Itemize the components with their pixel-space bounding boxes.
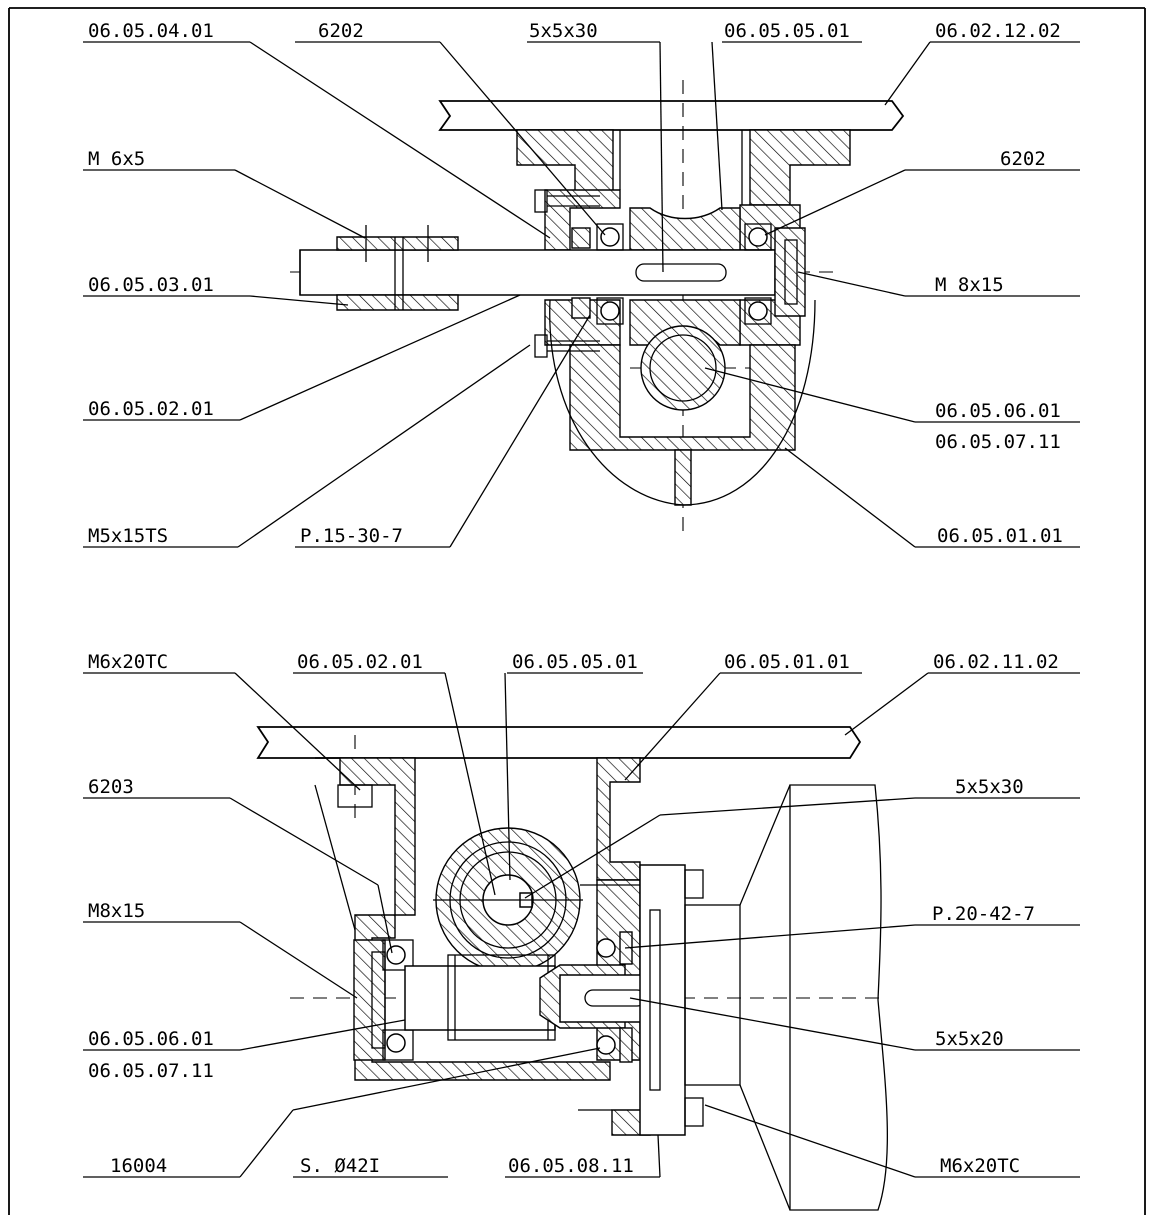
label-bottom-left-6: 16004 <box>110 1155 167 1177</box>
label-bottom-right-4: M6x20TC <box>940 1155 1020 1177</box>
label-top-right-2: M 8x15 <box>935 274 1004 296</box>
label-bottom-right-1: 5x5x30 <box>955 776 1024 798</box>
label-bottom-right-2: P.20-42-7 <box>932 903 1035 925</box>
label-bottom-left-3: M8x15 <box>88 900 145 922</box>
label-top-top-1: 6202 <box>318 20 364 42</box>
label-bottom-bottom-2: 06.05.08.11 <box>508 1155 634 1177</box>
label-bottom-left-5: 06.05.07.11 <box>88 1060 214 1082</box>
label-top-top-3: 06.05.05.01 <box>724 20 850 42</box>
label-top-left-1: 06.05.04.01 <box>88 20 214 42</box>
label-bottom-right-3: 5x5x20 <box>935 1028 1004 1050</box>
label-top-top-4: 06.02.12.02 <box>935 20 1061 42</box>
label-bottom-left-1: M6x20TC <box>88 651 168 673</box>
top-labels: 06.05.04.01 M 6x5 06.05.03.01 06.05.02.0… <box>88 20 1063 547</box>
label-bottom-top-2: 06.05.05.01 <box>512 651 638 673</box>
top-leader-lines <box>83 41 1080 548</box>
drawing-frame <box>8 7 1146 1215</box>
label-top-left-5: M5x15TS <box>88 525 168 547</box>
label-bottom-top-3: 06.05.01.01 <box>724 651 850 673</box>
label-bottom-bottom-1: S. Ø42I <box>300 1155 380 1177</box>
top-assembly-view <box>290 80 905 540</box>
label-top-bottom: P.15-30-7 <box>300 525 403 547</box>
label-bottom-top-1: 06.05.02.01 <box>297 651 423 673</box>
label-bottom-left-4: 06.05.06.01 <box>88 1028 214 1050</box>
bottom-leader-lines <box>83 672 1080 1178</box>
label-bottom-top-4: 06.02.11.02 <box>933 651 1059 673</box>
bottom-assembly-view <box>256 726 889 1211</box>
label-top-left-2: M 6x5 <box>88 148 145 170</box>
label-top-left-3: 06.05.03.01 <box>88 274 214 296</box>
bottom-labels: M6x20TC 6203 M8x15 06.05.06.01 06.05.07.… <box>88 651 1059 1177</box>
label-top-top-2: 5x5x30 <box>529 20 598 42</box>
label-top-left-4: 06.05.02.01 <box>88 398 214 420</box>
label-bottom-left-2: 6203 <box>88 776 134 798</box>
label-top-right-4: 06.05.07.11 <box>935 431 1061 453</box>
label-top-right-3: 06.05.06.01 <box>935 400 1061 422</box>
label-top-right-1: 6202 <box>1000 148 1046 170</box>
label-top-right-5: 06.05.01.01 <box>937 525 1063 547</box>
